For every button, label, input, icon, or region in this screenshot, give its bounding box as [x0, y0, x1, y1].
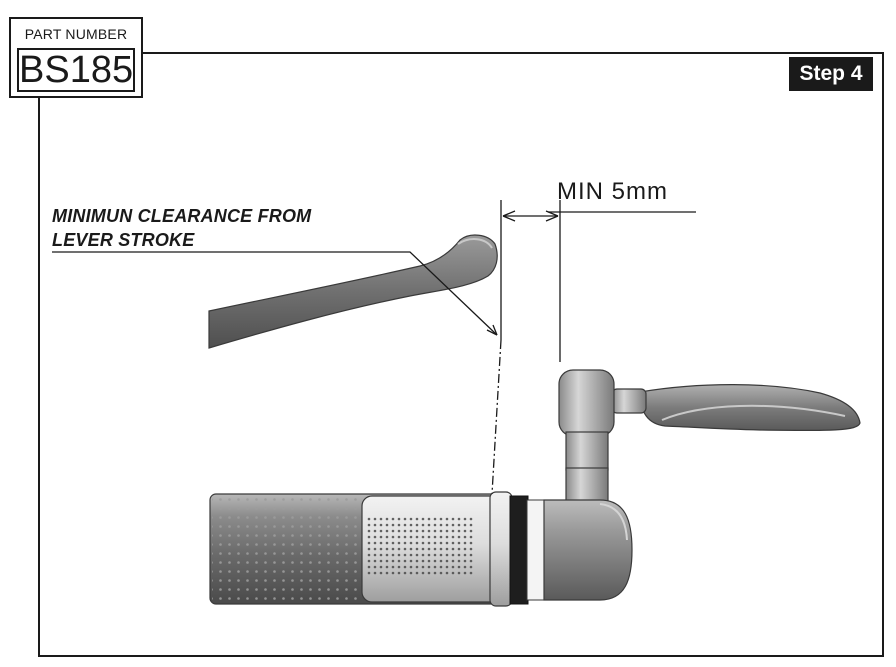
- clearance-note: MINIMUN CLEARANCE FROM LEVER STROKE: [52, 204, 311, 252]
- mirror-arm: [611, 388, 647, 414]
- bar-end-cap: [543, 499, 633, 601]
- dimension-label: MIN 5mm: [557, 178, 668, 205]
- clearance-note-line-2: LEVER STROKE: [52, 230, 195, 250]
- mirror-head: [639, 384, 861, 432]
- note-leader-line: [52, 251, 498, 336]
- dimension-arrow-left: [502, 210, 516, 222]
- clearance-note-line-1: MINIMUN CLEARANCE FROM: [52, 206, 312, 226]
- part-number-label: PART NUMBER: [24, 26, 128, 42]
- dimension-arrow-right: [545, 210, 559, 222]
- step-badge: Step 4: [789, 57, 873, 91]
- diagram-frame: [38, 52, 884, 657]
- part-number-value: BS185: [17, 48, 135, 92]
- part-number-box: PART NUMBER BS185: [9, 17, 143, 98]
- grip-black-ring: [509, 495, 529, 605]
- lever-stroke-dashed-line: [491, 339, 502, 495]
- brake-lever: [208, 234, 498, 349]
- mirror-mount-block: [558, 369, 615, 437]
